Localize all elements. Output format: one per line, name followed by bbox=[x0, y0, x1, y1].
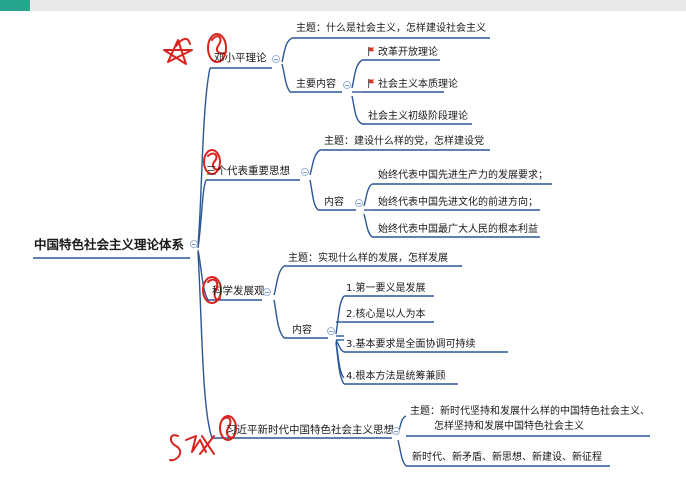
collapse-three-represents-icon[interactable] bbox=[301, 168, 309, 176]
xi-thought-theme-line2: 怎样坚持和发展中国特色社会主义 bbox=[434, 421, 584, 432]
three-represents-item: 始终代表中国先进生产力的发展要求； bbox=[378, 170, 548, 181]
red-flag-icon bbox=[368, 47, 375, 56]
three-represents-content-label[interactable]: 内容 bbox=[324, 197, 344, 208]
scientific-development-item: 4.根本方法是统筹兼顾 bbox=[346, 371, 446, 382]
deng-item-label: 改革开放理论 bbox=[378, 47, 438, 58]
scientific-development-item: 1.第一要义是发展 bbox=[346, 283, 426, 294]
deng-content-label[interactable]: 主要内容 bbox=[296, 79, 336, 90]
three-represents-item: 始终代表中国先进文化的前进方向； bbox=[378, 197, 538, 208]
collapse-root-icon[interactable] bbox=[190, 240, 198, 248]
collapse-deng-content-icon[interactable] bbox=[343, 81, 351, 89]
deng-theme: 主题：什么是社会主义，怎样建设社会主义 bbox=[296, 23, 486, 34]
root-node[interactable]: 中国特色社会主义理论体系 bbox=[34, 237, 185, 252]
collapse-three-represents-content-icon[interactable] bbox=[355, 199, 363, 207]
scientific-development-item: 3.基本要求是全面协调可持续 bbox=[346, 339, 476, 350]
deng-item: 改革开放理论 bbox=[368, 46, 438, 59]
top-bar-accent bbox=[0, 0, 30, 11]
top-bar bbox=[0, 0, 686, 11]
branch-three-represents-label[interactable]: 三个代表重要思想 bbox=[206, 165, 290, 177]
scientific-development-theme: 主题：实现什么样的发展，怎样发展 bbox=[288, 253, 448, 264]
three-represents-theme: 主题：建设什么样的党，怎样建设党 bbox=[324, 136, 484, 147]
collapse-deng-icon[interactable] bbox=[272, 55, 280, 63]
collapse-xi-thought-icon[interactable] bbox=[392, 427, 400, 435]
red-flag-icon bbox=[368, 79, 375, 88]
deng-item-label: 社会主义本质理论 bbox=[378, 79, 458, 90]
handwritten-annotations bbox=[163, 33, 237, 462]
deng-item: 社会主义初级阶段理论 bbox=[368, 111, 468, 122]
branch-xi-thought-label[interactable]: 习近平新时代中国特色社会主义思想 bbox=[226, 424, 394, 436]
deng-item: 社会主义本质理论 bbox=[368, 78, 458, 91]
xi-thought-theme-line1: 主题：新时代坚持和发展什么样的中国特色社会主义、 bbox=[410, 406, 650, 417]
scientific-development-item: 2.核心是以人为本 bbox=[346, 309, 426, 320]
branch-scientific-development-label[interactable]: 科学发展观 bbox=[212, 285, 265, 297]
collapse-scientific-development-icon[interactable] bbox=[263, 288, 271, 296]
collapse-scientific-development-content-icon[interactable] bbox=[327, 327, 335, 335]
branch-deng-label[interactable]: 邓小平理论 bbox=[214, 52, 267, 64]
three-represents-item: 始终代表中国最广大人民的根本利益 bbox=[378, 224, 538, 235]
xi-thought-item: 新时代、新矛盾、新思想、新建设、新征程 bbox=[412, 452, 602, 463]
scientific-development-content-label[interactable]: 内容 bbox=[292, 325, 312, 336]
